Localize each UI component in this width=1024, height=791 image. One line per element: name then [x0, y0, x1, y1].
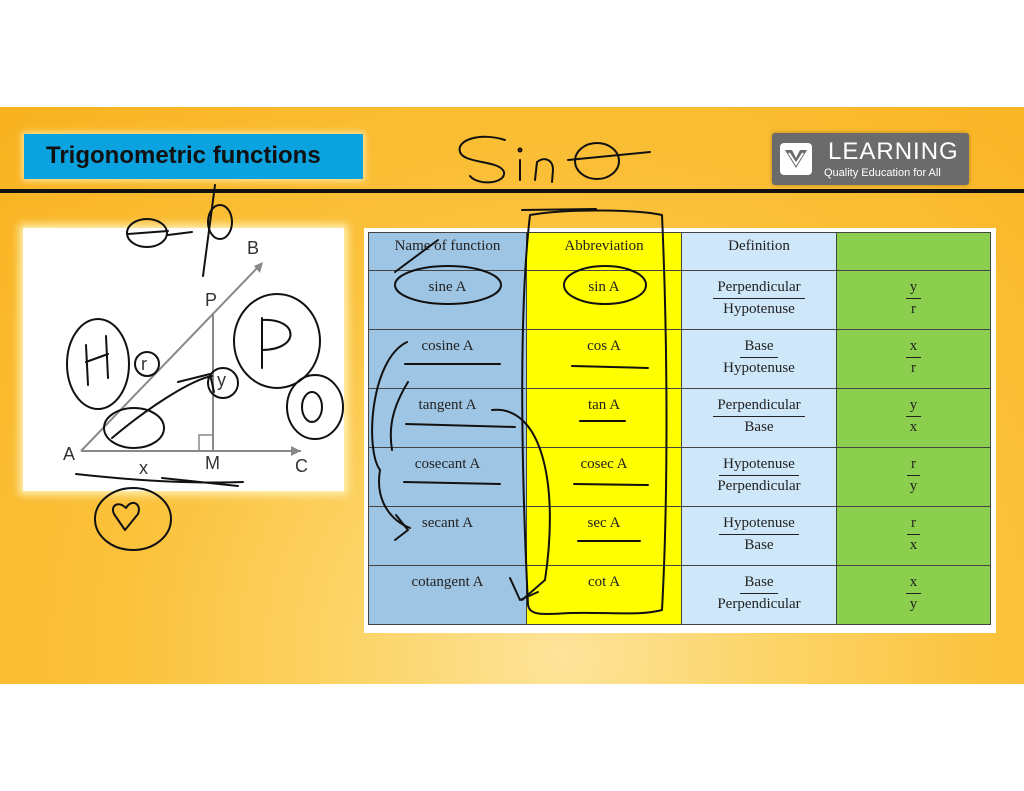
- table-header-row: Name of function Abbreviation Definition: [368, 232, 991, 271]
- title-divider: [0, 189, 1024, 193]
- definition-numerator: Perpendicular: [713, 397, 805, 417]
- check-logo-icon: [780, 143, 812, 175]
- definition-denominator: Perpendicular: [717, 596, 801, 612]
- label-y: y: [217, 370, 226, 390]
- definition-numerator: Base: [740, 338, 778, 358]
- label-c: C: [295, 456, 308, 476]
- learning-logo: LEARNING Quality Education for All: [772, 133, 969, 185]
- function-name: sine A: [368, 270, 527, 330]
- logo-tagline: Quality Education for All: [824, 167, 941, 179]
- definition-denominator: Base: [744, 419, 774, 435]
- trig-table: Name of function Abbreviation Definition…: [368, 232, 991, 625]
- function-abbr: cot A: [526, 565, 682, 625]
- ratio-numerator: x: [905, 338, 922, 358]
- function-abbr: cosec A: [526, 447, 682, 507]
- slide-title: Trigonometric functions: [46, 142, 321, 169]
- function-name: cosecant A: [368, 447, 527, 507]
- definition-denominator: Base: [744, 537, 774, 553]
- function-abbr: sin A: [526, 270, 682, 330]
- label-r: r: [141, 354, 147, 374]
- function-name: cosine A: [368, 329, 527, 389]
- trig-table-panel: Name of function Abbreviation Definition…: [364, 228, 996, 633]
- function-abbr: tan A: [526, 388, 682, 448]
- logo-title: LEARNING: [828, 138, 959, 165]
- ratio-denominator: x: [909, 419, 918, 435]
- definition-denominator: Perpendicular: [717, 478, 801, 494]
- definition-numerator: Hypotenuse: [719, 515, 799, 535]
- triangle-figure: B P A M C r y x: [23, 228, 344, 491]
- label-a: A: [63, 444, 76, 464]
- label-b: B: [247, 238, 260, 258]
- header-name: Name of function: [368, 232, 527, 271]
- ratio-numerator: x: [905, 574, 922, 594]
- ratio-numerator: r: [907, 456, 920, 476]
- header-ratio: [836, 232, 991, 271]
- function-abbr: sec A: [526, 506, 682, 566]
- function-abbr: cos A: [526, 329, 682, 389]
- ratio-numerator: r: [907, 515, 920, 535]
- definition-numerator: Hypotenuse: [719, 456, 799, 476]
- label-p: P: [205, 290, 218, 310]
- function-name: cotangent A: [368, 565, 527, 625]
- function-name: secant A: [368, 506, 527, 566]
- header-definition: Definition: [681, 232, 837, 271]
- ratio-denominator: x: [909, 537, 918, 553]
- ratio-denominator: r: [911, 360, 916, 376]
- definition-numerator: Base: [740, 574, 778, 594]
- ratio-denominator: y: [909, 596, 918, 612]
- definition-denominator: Hypotenuse: [723, 360, 795, 376]
- ratio-numerator: y: [905, 279, 922, 299]
- title-box: Trigonometric functions: [24, 134, 363, 179]
- definition-denominator: Hypotenuse: [723, 301, 795, 317]
- ratio-denominator: y: [909, 478, 918, 494]
- label-x: x: [139, 458, 148, 478]
- header-abbreviation: Abbreviation: [526, 232, 682, 271]
- function-name: tangent A: [368, 388, 527, 448]
- label-m: M: [205, 453, 220, 473]
- ratio-denominator: r: [911, 301, 916, 317]
- ratio-numerator: y: [905, 397, 922, 417]
- definition-numerator: Perpendicular: [713, 279, 805, 299]
